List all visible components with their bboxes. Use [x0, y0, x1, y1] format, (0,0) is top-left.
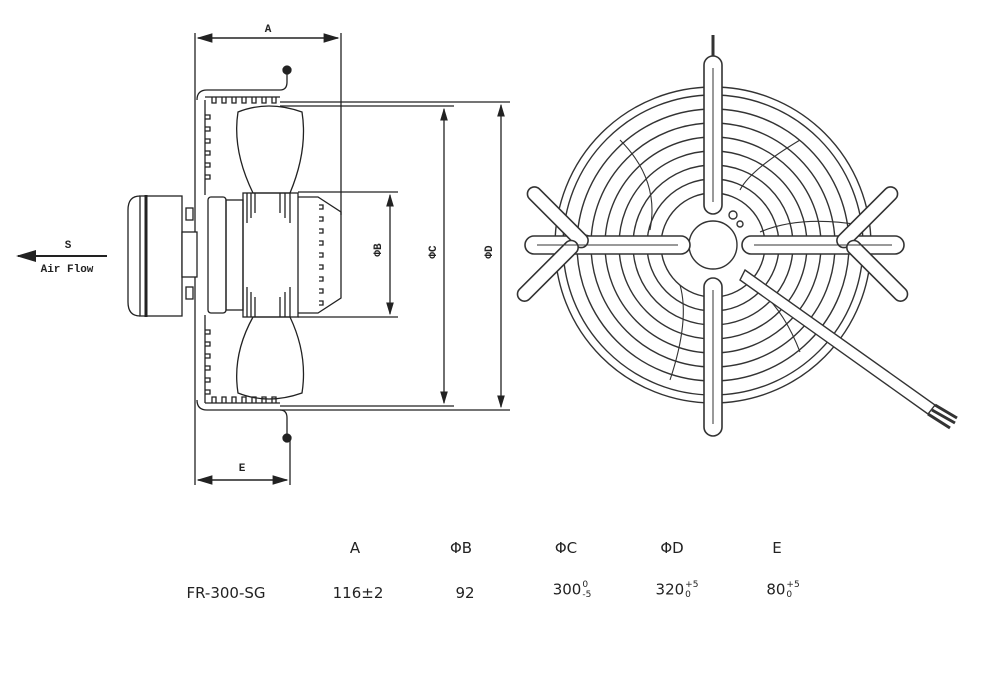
label-c: ΦC [428, 245, 440, 259]
airflow-letter: S [65, 240, 72, 252]
value-d-nominal: 320 [655, 580, 685, 599]
blade-bottom [236, 316, 305, 400]
spoke-slots [537, 68, 892, 424]
blade-top [236, 105, 305, 194]
hub-circle [688, 220, 738, 270]
value-c-lower: -5 [582, 590, 592, 600]
value-d-upper: +5 [685, 580, 699, 590]
header-c: ΦC [554, 539, 578, 557]
front-view [516, 35, 958, 437]
value-e-upper: +5 [786, 580, 800, 590]
header-e: E [772, 539, 782, 557]
value-a: 116±2 [332, 584, 384, 602]
header-d: ΦD [660, 539, 684, 557]
value-c-nominal: 300 [552, 580, 582, 599]
guard-ring-marks [205, 97, 277, 403]
value-e-lower: 0 [786, 590, 793, 600]
label-e: E [239, 463, 246, 475]
airflow-label: Air Flow [41, 264, 94, 276]
side-view [16, 33, 510, 485]
model-name: FR-300-SG [186, 584, 266, 602]
value-c-upper: 0 [582, 580, 589, 590]
value-d-lower: 0 [685, 590, 691, 600]
value-b: 92 [455, 584, 475, 602]
label-d: ΦD [484, 245, 496, 259]
header-b: ΦB [449, 539, 473, 557]
header-a: A [349, 539, 361, 557]
label-a: A [265, 24, 272, 36]
label-b: ΦB [373, 243, 385, 257]
value-e-nominal: 80 [766, 580, 786, 599]
hub [242, 192, 299, 318]
